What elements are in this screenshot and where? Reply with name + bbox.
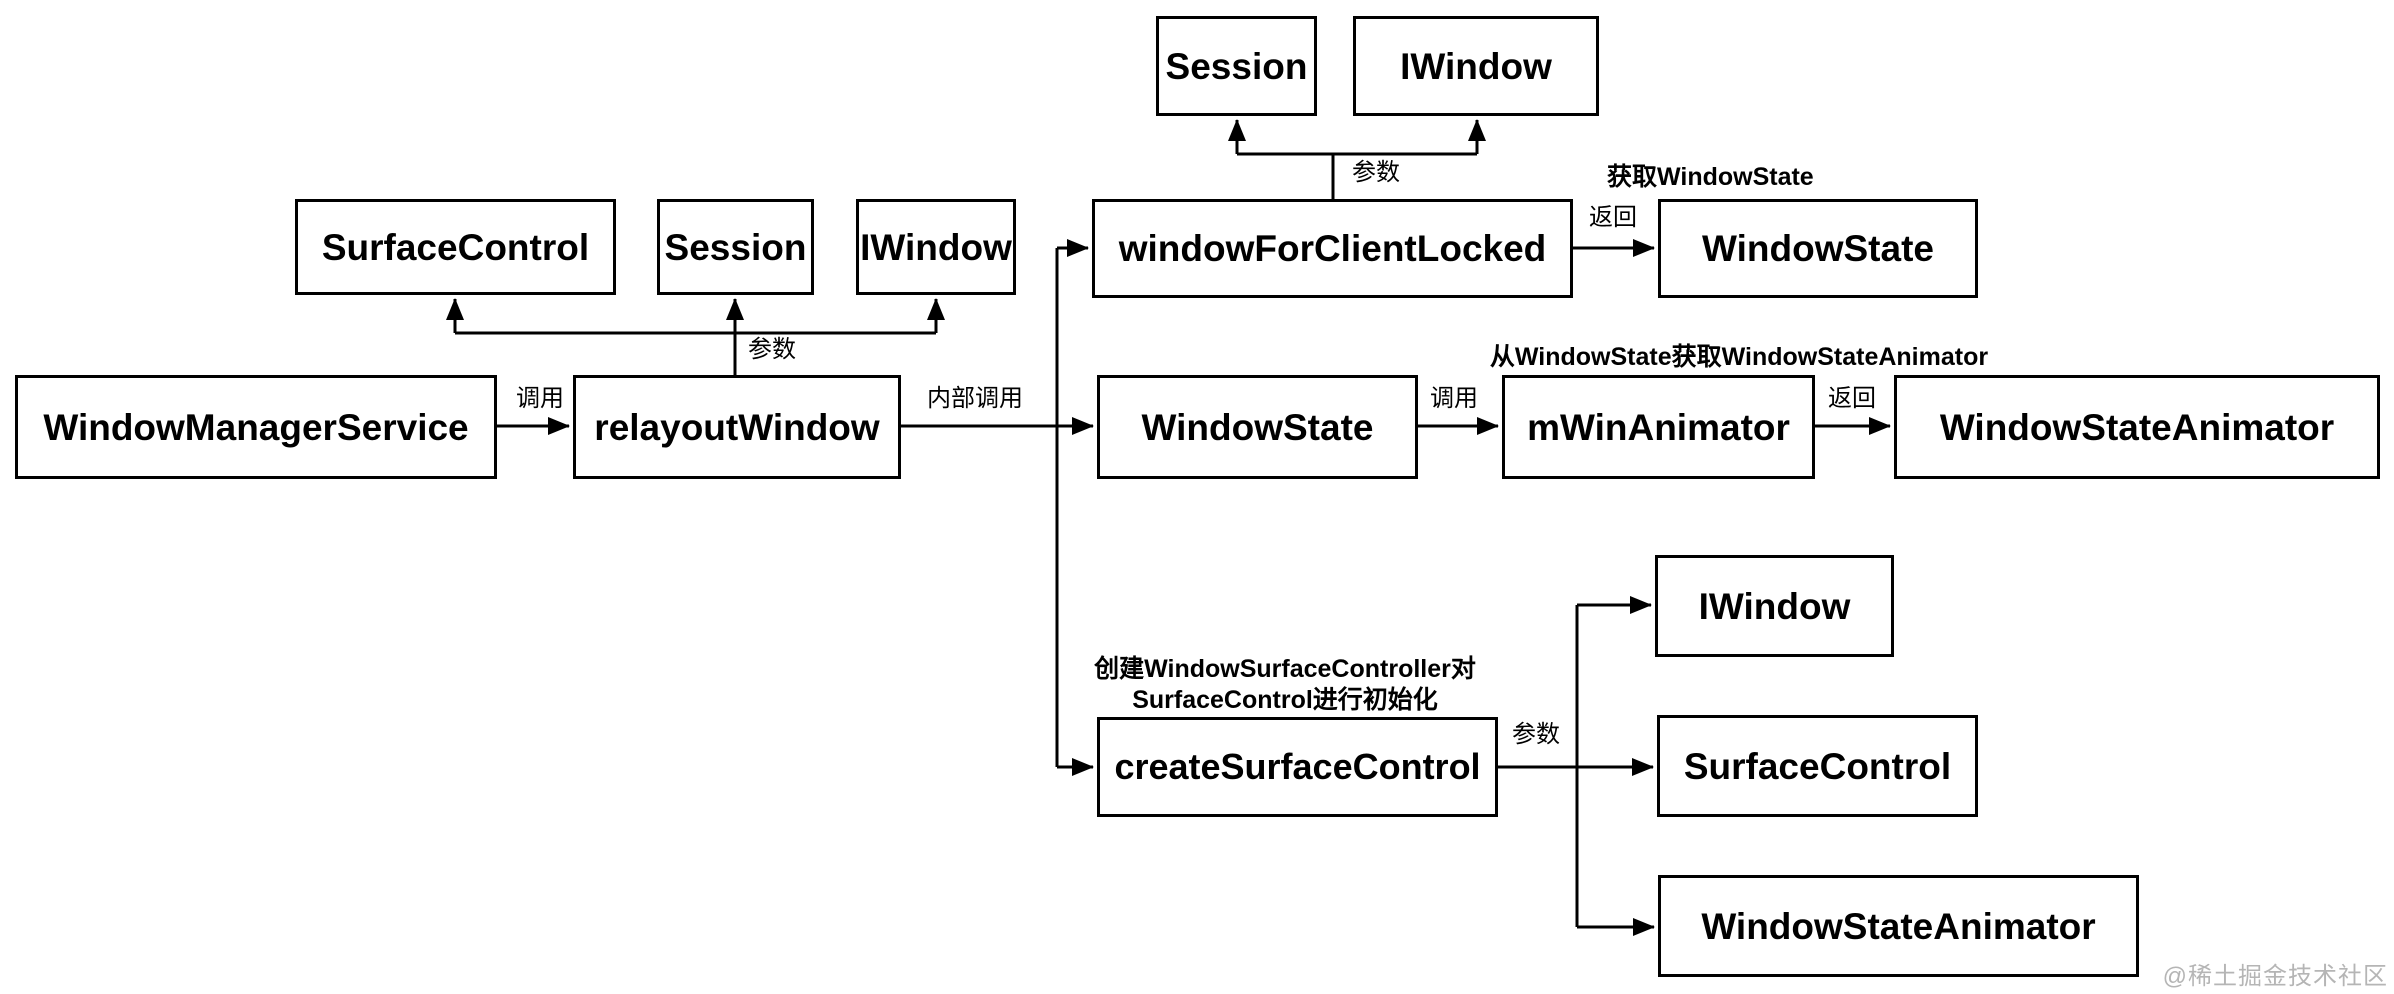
node-windowforclientlocked: windowForClientLocked xyxy=(1092,199,1573,298)
label-params-left: 参数 xyxy=(748,336,796,363)
label-return-top: 返回 xyxy=(1589,204,1637,231)
node-session-left: Session xyxy=(657,199,814,295)
node-windowmanagerservice: WindowManagerService xyxy=(15,375,497,479)
label-params-top: 参数 xyxy=(1352,159,1400,186)
label-call-left: 调用 xyxy=(516,385,564,412)
label-create-note-line1: 创建WindowSurfaceController对 xyxy=(1094,655,1476,683)
node-windowstateanimator-right: WindowStateAnimator xyxy=(1658,875,2139,977)
label-create-note-line2: SurfaceControl进行初始化 xyxy=(1132,686,1438,714)
label-get-windowstate: 获取WindowState xyxy=(1607,163,1814,191)
node-mwinanimator: mWinAnimator xyxy=(1502,375,1815,479)
node-windowstate-top: WindowState xyxy=(1658,199,1978,298)
label-get-wsa-from-ws: 从WindowState获取WindowStateAnimator xyxy=(1489,343,1989,371)
label-internal-call: 内部调用 xyxy=(927,385,1023,412)
node-iwindow-top: IWindow xyxy=(1353,16,1599,116)
node-createsurfacecontrol: createSurfaceControl xyxy=(1097,717,1498,817)
node-relayoutwindow: relayoutWindow xyxy=(573,375,901,479)
label-params-bottom: 参数 xyxy=(1512,721,1560,748)
label-call-mid: 调用 xyxy=(1430,385,1478,412)
node-iwindow-right: IWindow xyxy=(1655,555,1894,657)
node-iwindow-left: IWindow xyxy=(856,199,1016,295)
node-session-top: Session xyxy=(1156,16,1317,116)
label-return-mid: 返回 xyxy=(1828,385,1876,412)
watermark: @稀土掘金技术社区 xyxy=(2162,963,2388,990)
node-windowstateanimator-mid: WindowStateAnimator xyxy=(1894,375,2380,479)
node-surfacecontrol-right: SurfaceControl xyxy=(1657,715,1978,817)
node-windowstate-mid: WindowState xyxy=(1097,375,1418,479)
node-surfacecontrol-left: SurfaceControl xyxy=(295,199,616,295)
